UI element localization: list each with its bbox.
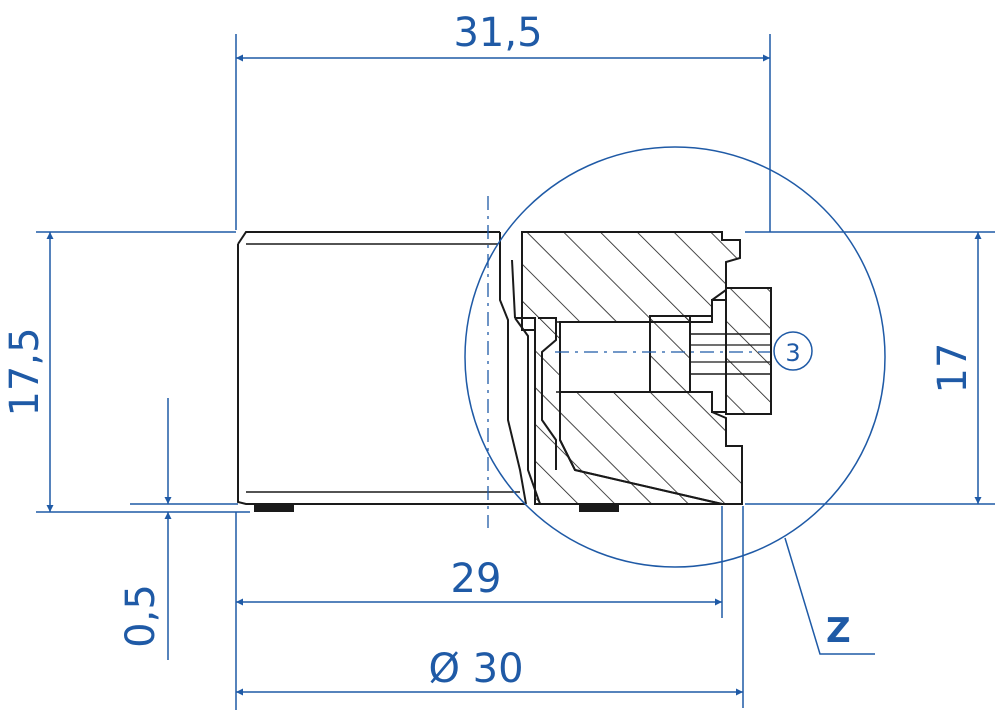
foot-right (579, 504, 619, 512)
detail-label: Z (826, 611, 851, 651)
screw-outline (690, 299, 726, 413)
item-balloon: 3 (773, 331, 813, 371)
part-body (237, 231, 772, 512)
dim-inner-width (235, 506, 723, 710)
dim-text-left-height: 17,5 (2, 327, 48, 416)
inner-notch (538, 317, 557, 470)
foot-left (254, 504, 294, 512)
detail-leader (784, 537, 875, 655)
right-stepped-edge (721, 232, 743, 505)
dim-text-gap: 0,5 (118, 584, 164, 648)
dim-left-height (36, 231, 250, 513)
part-outline-left (237, 231, 525, 505)
screw-head-hatch (725, 287, 772, 415)
inner-wall (499, 232, 527, 505)
dim-text-overall-width: 31,5 (453, 10, 542, 56)
inner-wall-2 (511, 259, 536, 330)
dim-text-diameter: Ø 30 (428, 646, 523, 692)
screw-body (649, 315, 691, 393)
dimensions (36, 34, 995, 710)
dim-overall-width (235, 34, 771, 232)
item-balloon-circle (773, 331, 813, 371)
dim-right-height (745, 231, 995, 505)
detail-circle (464, 146, 886, 568)
detail-z (464, 146, 886, 655)
inner-clip (514, 317, 541, 505)
dim-text-right-height: 17 (930, 343, 976, 394)
center-lines (487, 196, 770, 528)
dim-text-inner-width: 29 (451, 556, 502, 602)
item-number: 3 (785, 339, 800, 367)
dim-diameter (236, 506, 744, 708)
